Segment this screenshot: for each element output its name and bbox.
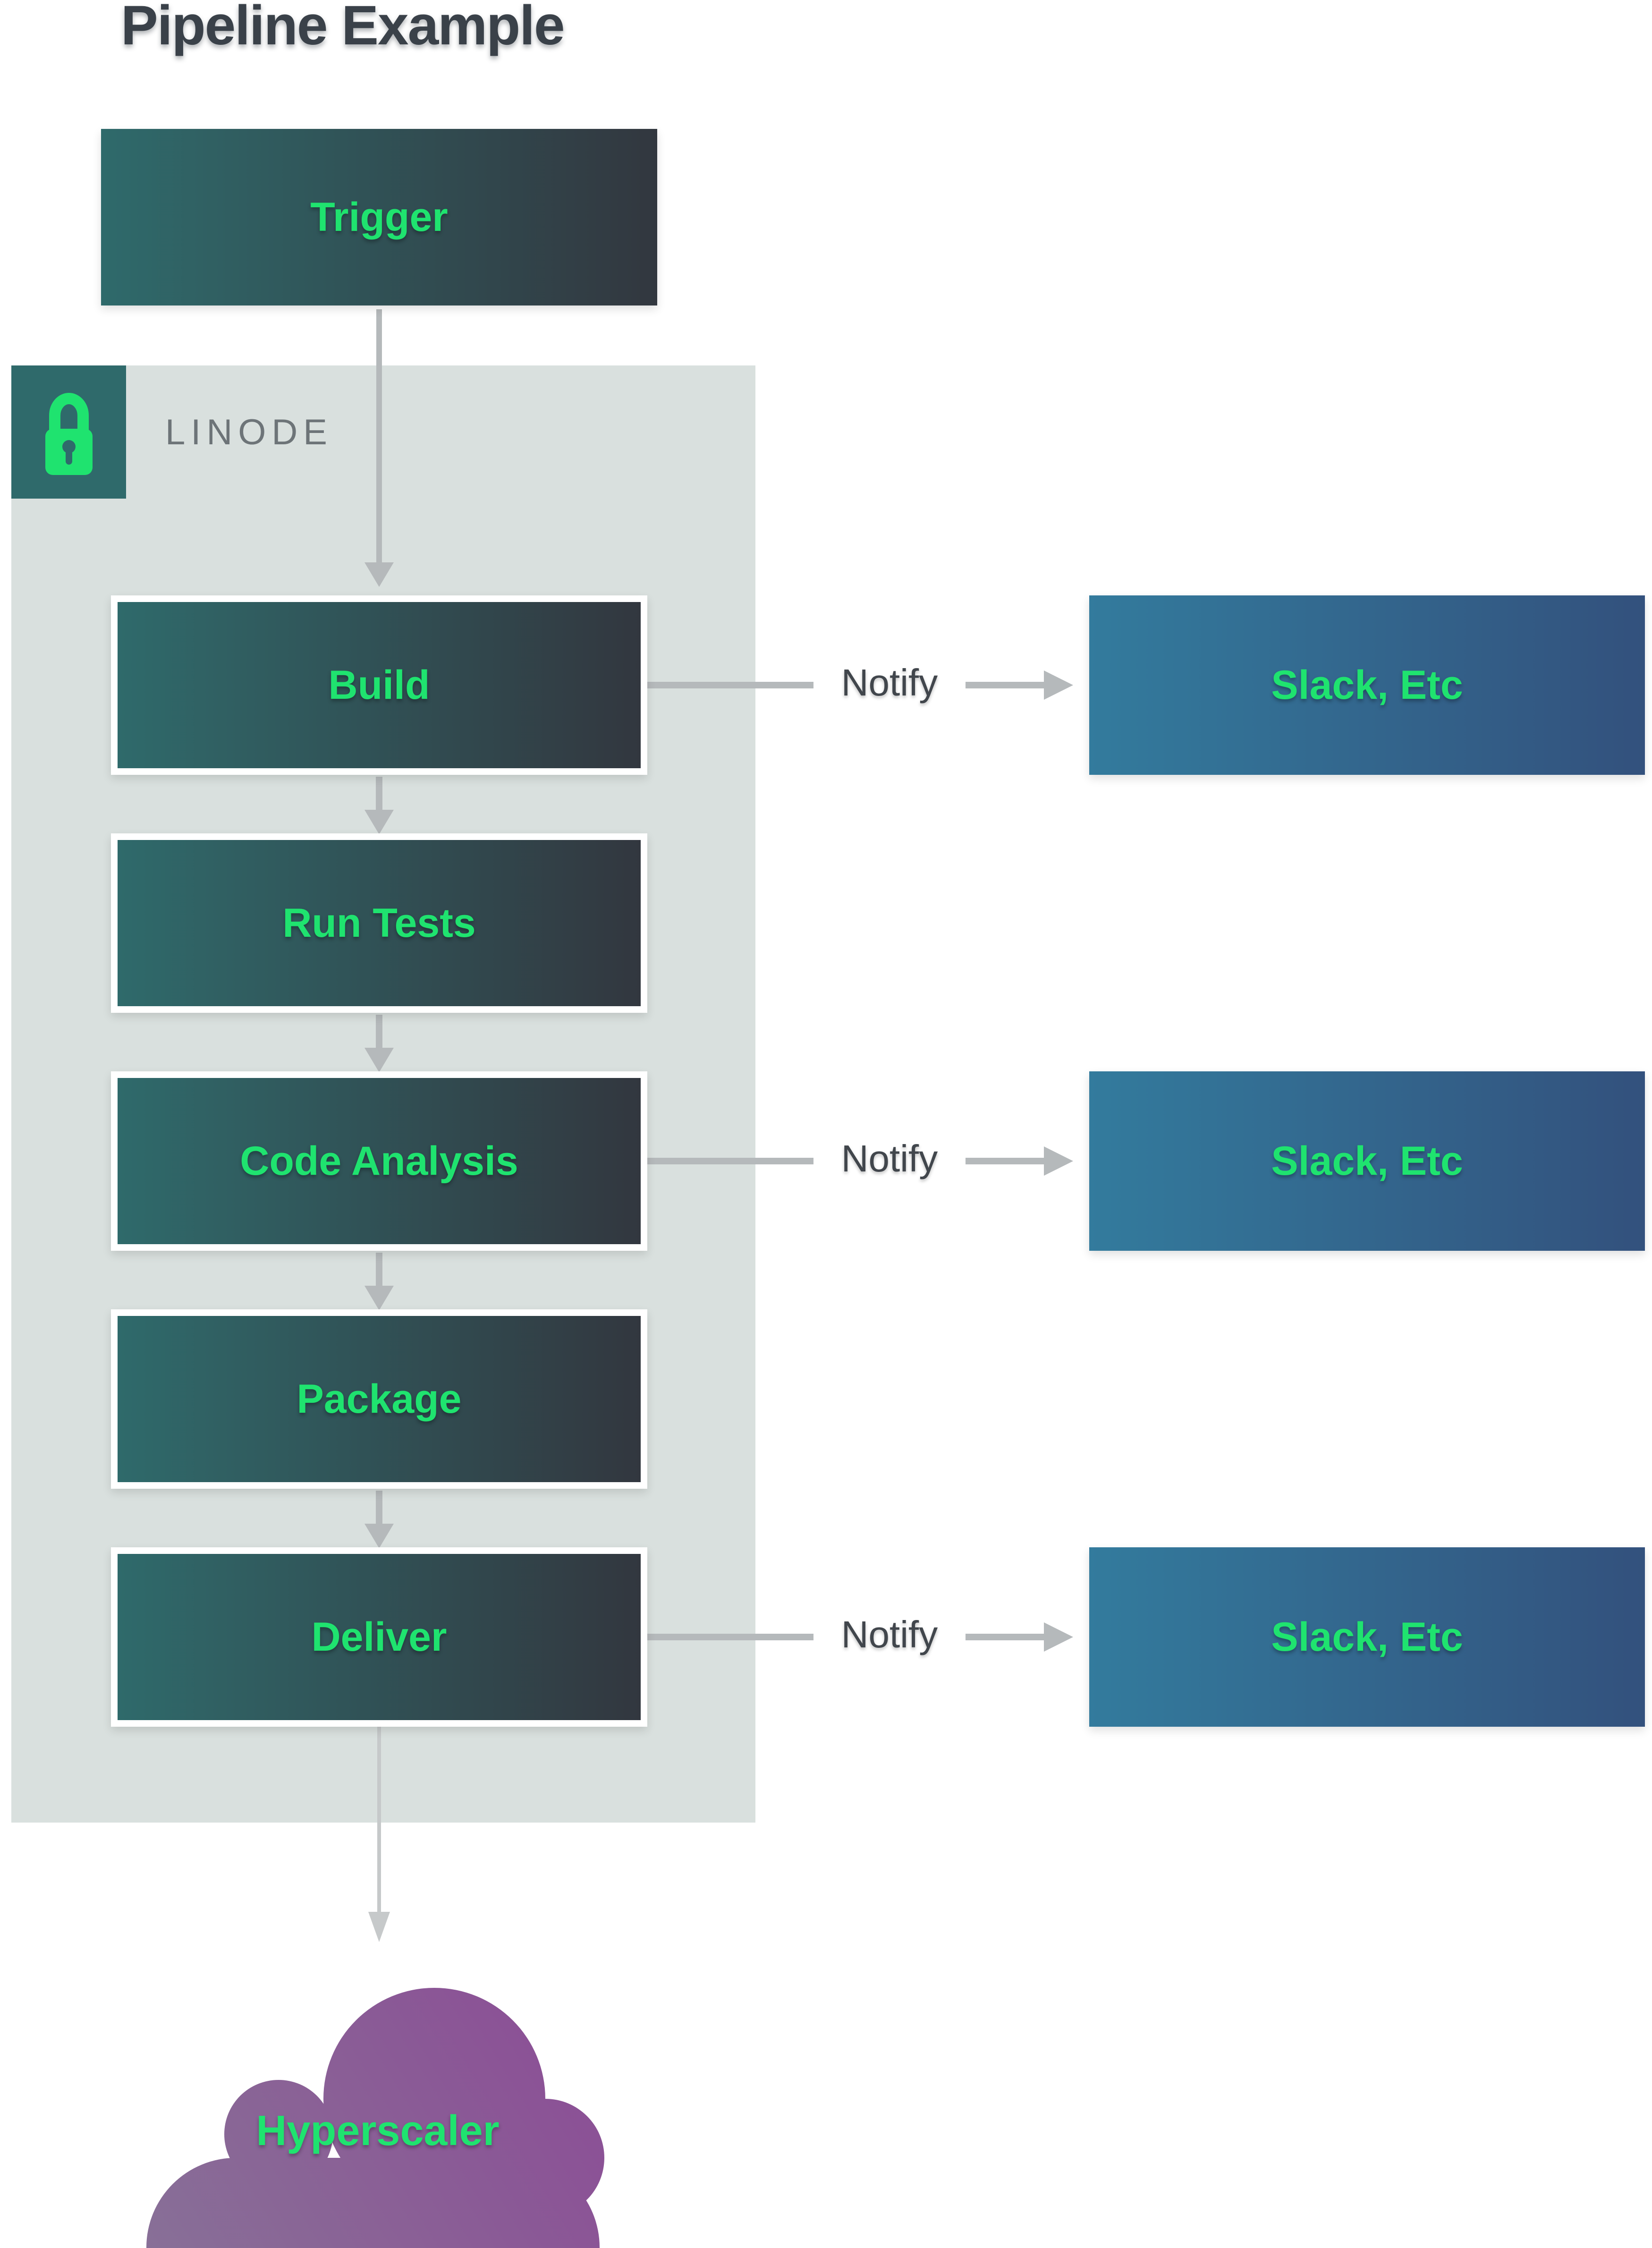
notify-label-build: Notify [841,662,938,704]
arrowhead-deliver-to-cloud [368,1912,390,1942]
slack-node-build: Slack, Etc [1089,595,1645,775]
notify-arrow-deliver [966,1634,1044,1640]
hyperscaler-cloud [146,1988,604,2248]
arrow-code-analysis-to-package [376,1253,382,1287]
hyperscaler-label: Hyperscaler [256,2107,500,2155]
stage-node-deliver: Deliver [111,1547,647,1727]
notify-arrowhead-build [1044,670,1073,700]
slack-label: Slack, Etc [1271,1138,1463,1184]
notify-label-deliver: Notify [841,1613,938,1655]
arrowhead-build-to-run-tests [364,810,394,834]
arrowhead-package-to-deliver [364,1524,394,1548]
slack-label: Slack, Etc [1271,1614,1463,1660]
arrowhead-run-tests-to-code-analysis [364,1048,394,1072]
linode-label: LINODE [165,412,333,452]
trigger-label: Trigger [310,194,448,240]
arrow-deliver-to-cloud [377,1727,381,1912]
notify-line-deliver [647,1634,813,1640]
arrowhead-code-analysis-to-package [364,1286,394,1310]
trigger-node: Trigger [101,129,657,305]
notify-line-code-analysis [647,1158,813,1164]
arrow-trigger-to-build [376,309,382,562]
stage-label: Deliver [311,1614,447,1660]
notify-arrow-build [966,682,1044,688]
slack-label: Slack, Etc [1271,662,1463,708]
stage-node-build: Build [111,595,647,775]
stage-label: Package [297,1376,462,1422]
stage-label: Build [328,662,430,708]
arrowhead-trigger-to-build [364,562,394,587]
stage-node-run-tests: Run Tests [111,833,647,1013]
arrow-build-to-run-tests [376,777,382,811]
arrow-run-tests-to-code-analysis [376,1015,382,1049]
notify-label-code-analysis: Notify [841,1137,938,1179]
arrow-package-to-deliver [376,1491,382,1525]
lock-badge [11,365,126,499]
stage-node-code-analysis: Code Analysis [111,1071,647,1251]
stage-label: Code Analysis [240,1138,518,1184]
lock-icon [45,393,93,475]
stage-node-package: Package [111,1309,647,1489]
notify-arrowhead-deliver [1044,1622,1073,1652]
slack-node-code-analysis: Slack, Etc [1089,1071,1645,1251]
notify-line-build [647,682,813,688]
notify-arrowhead-code-analysis [1044,1146,1073,1176]
stage-label: Run Tests [282,900,476,946]
slack-node-deliver: Slack, Etc [1089,1547,1645,1727]
notify-arrow-code-analysis [966,1158,1044,1164]
page-title: Pipeline Example [121,0,565,57]
